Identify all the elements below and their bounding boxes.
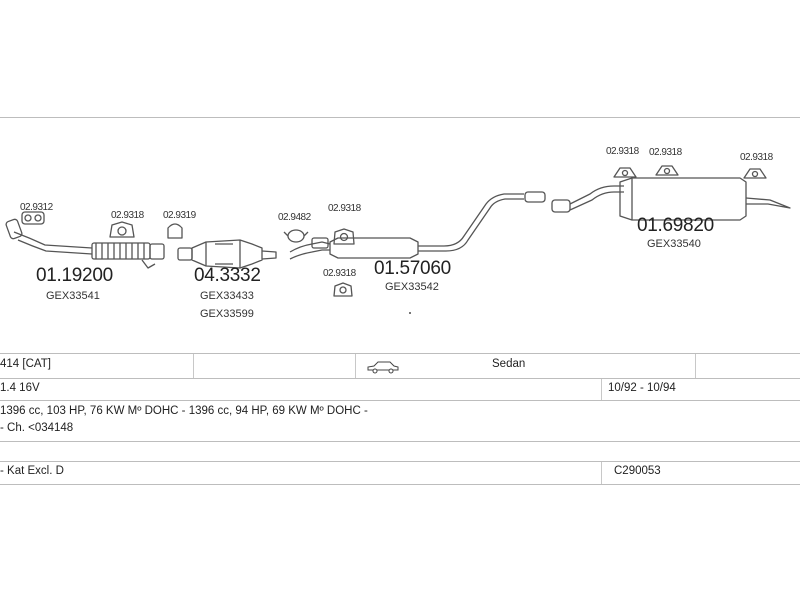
top-border (0, 117, 800, 118)
part-gex-code: GEX33599 (200, 308, 254, 320)
chassis-number: - Ch. <034148 (0, 422, 74, 434)
ring-1 (167, 223, 183, 239)
catalytic-converter (177, 239, 277, 269)
part-number: 01.57060 (374, 258, 451, 279)
engine-spec: 1396 cc, 103 HP, 76 KW Mº DOHC - 1396 cc… (0, 405, 368, 417)
sedan-car-icon (367, 361, 399, 374)
note: - Kat Excl. D (0, 465, 64, 477)
col-divider (355, 354, 356, 378)
production-years: 10/92 - 10/94 (608, 382, 676, 394)
part-gex-code: GEX33541 (46, 290, 100, 302)
front-pipe (5, 218, 165, 269)
component-label: 02.9318 (323, 268, 356, 279)
component-label: 02.9318 (649, 147, 682, 158)
exhaust-drawing (5, 165, 791, 297)
component-label: 02.9318 (606, 146, 639, 157)
col-divider (601, 379, 602, 400)
table-divider (0, 400, 800, 401)
col-divider (695, 354, 696, 378)
part-number: 04.3332 (194, 265, 261, 286)
pipe-joint (524, 191, 571, 213)
part-number: 01.69820 (637, 215, 714, 236)
part-number: 01.19200 (36, 265, 113, 286)
model-name: 414 [CAT] (0, 358, 51, 370)
component-label: 02.9318 (740, 152, 773, 163)
hanger-1 (613, 167, 637, 178)
part-gex-code: GEX33542 (385, 281, 439, 293)
clamp-3 (333, 282, 353, 297)
component-label: 02.9312 (20, 202, 53, 213)
body-type: Sedan (492, 358, 526, 370)
engine-label: 1.4 16V (0, 382, 40, 394)
exhaust-diagram: 02.9312 02.9318 02.9319 02.9482 02.9318 … (0, 120, 800, 355)
part-gex-code: GEX33433 (200, 290, 254, 302)
col-divider (193, 354, 194, 378)
table-divider (0, 441, 800, 442)
table-border-top (0, 353, 800, 354)
stray-dot (409, 312, 411, 314)
component-label: 02.9319 (163, 210, 196, 221)
clamp-1 (109, 221, 135, 238)
clamp-2 (333, 228, 355, 245)
component-label: 02.9318 (111, 210, 144, 221)
component-label: 02.9318 (328, 203, 361, 214)
gasket-1 (21, 211, 45, 225)
col-divider (601, 462, 602, 484)
component-label: 02.9482 (278, 212, 311, 223)
rear-silencer (569, 177, 791, 221)
hanger-2 (655, 165, 679, 176)
part-gex-code: GEX33540 (647, 238, 701, 250)
middle-silencer (289, 193, 524, 260)
gasket-2 (283, 229, 309, 243)
hanger-3 (743, 168, 767, 179)
catalog-code: C290053 (614, 465, 661, 477)
table-border-bottom (0, 484, 800, 485)
table-divider (0, 461, 800, 462)
table-divider (0, 378, 800, 379)
